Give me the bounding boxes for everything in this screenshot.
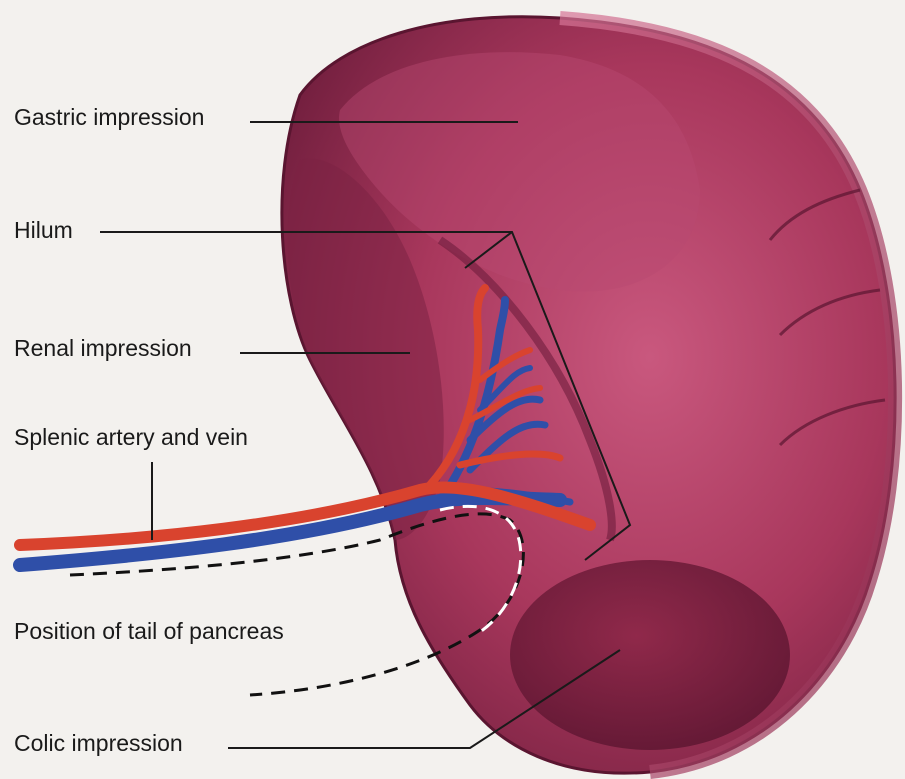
label-renal-impression: Renal impression bbox=[14, 337, 192, 360]
label-colic-impression: Colic impression bbox=[14, 732, 183, 755]
label-splenic-artery-and-vein: Splenic artery and vein bbox=[14, 426, 248, 449]
colic-impression-area bbox=[510, 560, 790, 750]
label-gastric-impression: Gastric impression bbox=[14, 106, 204, 129]
label-hilum: Hilum bbox=[14, 219, 73, 242]
label-position-of-tail-of-pancreas: Position of tail of pancreas bbox=[14, 620, 284, 643]
